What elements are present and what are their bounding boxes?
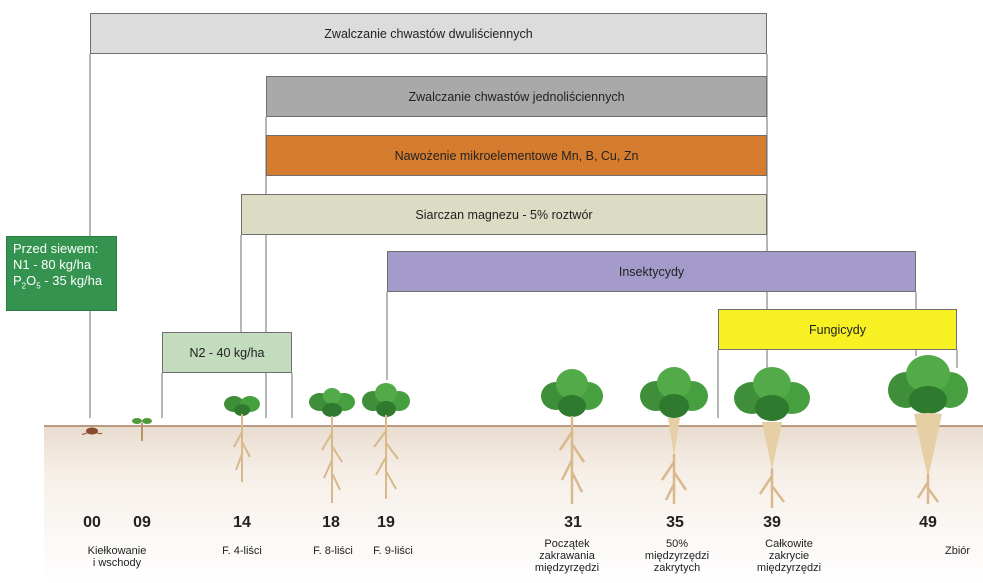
plant-8-leaf-icon — [309, 388, 355, 503]
presowing-n1: N1 - 80 kg/ha — [13, 257, 92, 272]
presowing-title: Przed siewem: — [13, 241, 99, 256]
stage-desc-18: F. 8-liści — [313, 545, 353, 557]
stage-code-35: 35 — [666, 514, 684, 531]
fungicides-bar: Fungicydy — [718, 309, 957, 350]
dicot-weed-control-bar: Zwalczanie chwastów dwuliściennych — [90, 13, 767, 54]
stage-code-49: 49 — [919, 514, 937, 531]
stage-code-14: 14 — [233, 514, 251, 531]
harvest-label: Zbiór — [945, 545, 971, 557]
stage-desc-39: Całkowite zakrycie międzyrzędzi — [756, 538, 822, 574]
plant-row-closing-start-icon — [541, 369, 603, 504]
plant-full-cover-icon — [734, 367, 810, 508]
presowing-fertilization-box: Przed siewem: N1 - 80 kg/ha P2O5 - 35 kg… — [6, 236, 117, 311]
insecticides-bar: Insektycydy — [387, 251, 916, 292]
stage-code-31: 31 — [564, 514, 582, 531]
stage-code-09: 09 — [133, 514, 151, 531]
stage-code-00: 00 — [83, 514, 101, 531]
micronutrient-bar: Nawożenie mikroelementowe Mn, B, Cu, Zn — [266, 135, 767, 176]
stage-desc-35: 50% międzyrzędzi zakrytych — [644, 538, 710, 574]
plant-9-leaf-icon — [362, 383, 410, 499]
stage-code-39: 39 — [763, 514, 781, 531]
stage-code-19: 19 — [377, 514, 395, 531]
stage-desc-00: Kiełkowanie i wschody — [87, 545, 147, 569]
stage-desc-19: F. 9-liści — [373, 545, 413, 557]
plant-50-percent-icon — [640, 367, 708, 504]
stage-desc-31: Początek zakrawania międzyrzędzi — [534, 538, 600, 574]
n2-fertilization-bar: N2 - 40 kg/ha — [162, 332, 292, 373]
soil-surface-line — [44, 425, 983, 427]
presowing-p2o5: P2O5 - 35 kg/ha — [13, 273, 103, 291]
plant-seedling-icon — [132, 418, 152, 441]
plant-harvest-icon — [888, 355, 968, 504]
plant-4-leaf-icon — [224, 396, 260, 482]
monocot-weed-control-bar: Zwalczanie chwastów jednoliściennych — [266, 76, 767, 117]
stage-code-18: 18 — [322, 514, 340, 531]
stage-desc-14: F. 4-liści — [222, 545, 262, 557]
soil-area — [44, 426, 983, 583]
plant-seed-icon — [81, 427, 103, 435]
magnesium-sulfate-bar: Siarczan magnezu - 5% roztwór — [241, 194, 767, 235]
